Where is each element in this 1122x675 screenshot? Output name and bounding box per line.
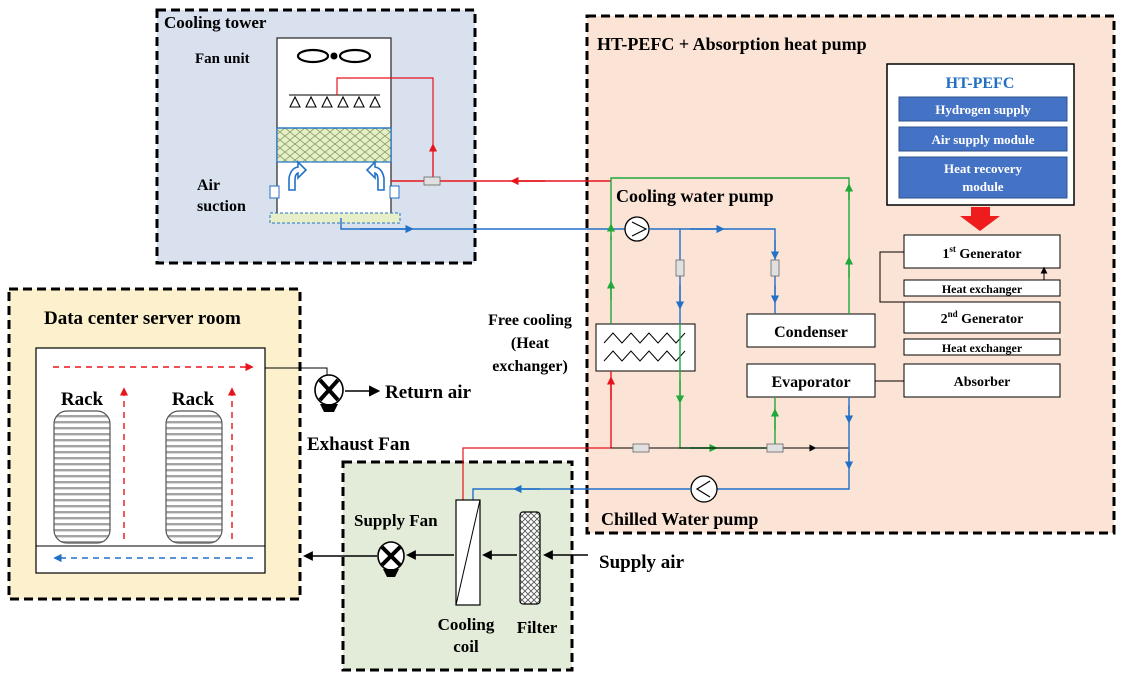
hx-coil-bottom — [603, 350, 686, 362]
condenser-label: Condenser — [774, 324, 848, 341]
basin — [269, 212, 401, 224]
module-heat-recovery — [898, 156, 1068, 199]
heat-exchanger-2-box — [903, 338, 1061, 356]
rack-2-label: Rack — [172, 389, 215, 410]
cooling-tower-title: Cooling tower — [164, 13, 267, 32]
rack-1-label: Rack — [61, 389, 104, 410]
tower-body — [276, 37, 392, 217]
valve-bottom-left — [632, 443, 650, 453]
air-inlet-arrows — [288, 160, 385, 191]
cooling-water-pump-label: Cooling water pump — [616, 186, 774, 206]
free-cooling-label-2: (Heat — [511, 335, 550, 352]
air-suction-label-1: Air — [197, 177, 220, 194]
rack-1 — [53, 410, 111, 544]
pefc-box-title: HT-PEFC — [946, 75, 1015, 92]
generator-1-box — [903, 234, 1061, 269]
module-heat-recovery-label-2: module — [962, 179, 1003, 194]
condenser-box — [746, 313, 876, 348]
fan-unit-label: Fan unit — [195, 51, 250, 67]
free-cooling-label-1: Free cooling — [488, 312, 572, 329]
rack-2 — [165, 410, 223, 544]
module-heat-recovery-label-1: Heat recovery — [944, 161, 1023, 176]
free-cooling-label-3: exchanger) — [492, 358, 568, 375]
exhaust-fan-icon[interactable] — [314, 374, 344, 412]
return-air-label: Return air — [385, 382, 472, 403]
fan-icon — [296, 48, 372, 64]
filter-label: Filter — [517, 618, 558, 637]
supply-fan-icon[interactable] — [377, 541, 405, 577]
heat-exchanger-1-box — [903, 279, 1061, 297]
inlet-louver-right — [389, 185, 400, 199]
valve-right-upper — [770, 259, 780, 277]
tower-valve — [423, 176, 441, 186]
generator-link-line — [879, 251, 904, 303]
generator-2-label: 2nd Generator — [941, 309, 1024, 327]
heat-transfer-arrow — [960, 207, 1000, 231]
heat-exchanger-2-label: Heat exchanger — [942, 341, 1023, 355]
server-room-title: Data center server room — [44, 308, 241, 329]
absorber-box — [903, 363, 1061, 398]
chilled-water-pump-label: Chilled Water pump — [601, 509, 758, 529]
heat-exchanger-1-label: Heat exchanger — [942, 282, 1023, 296]
chilled-water-line — [717, 397, 850, 490]
inlet-louver-left — [269, 185, 280, 199]
valve-bottom-right — [766, 443, 784, 453]
cooling-coil-label-1: Cooling — [438, 615, 495, 634]
chilled-water-pump-icon[interactable] — [690, 475, 718, 503]
exhaust-fan-label: Exhaust Fan — [307, 434, 410, 455]
valve-left-upper — [675, 259, 685, 277]
tower-cold-outlet-line — [340, 218, 625, 230]
air-filter — [519, 511, 541, 605]
module-air-supply-label: Air supply module — [931, 132, 1034, 147]
hx-coil-top — [603, 332, 686, 344]
module-air-supply — [898, 126, 1068, 152]
supply-fan-label: Supply Fan — [354, 511, 438, 530]
evaporator-label: Evaporator — [771, 374, 850, 391]
generator-1-label: 1st Generator — [942, 244, 1021, 262]
pefc-region-title: HT-PEFC + Absorption heat pump — [597, 34, 867, 54]
module-hydrogen-label: Hydrogen supply — [935, 102, 1031, 117]
fill-media — [276, 127, 392, 163]
free-cooling-hx — [595, 323, 696, 372]
air-suction-label-2: suction — [197, 198, 246, 215]
absorber-label: Absorber — [954, 375, 1011, 390]
cooling-coil-label-2: coil — [453, 637, 479, 656]
generator-2-box — [903, 301, 1061, 334]
green-loop-outer — [610, 177, 850, 314]
supply-air-label: Supply air — [599, 552, 685, 573]
spray-nozzles — [289, 94, 381, 108]
module-hydrogen — [898, 96, 1068, 122]
